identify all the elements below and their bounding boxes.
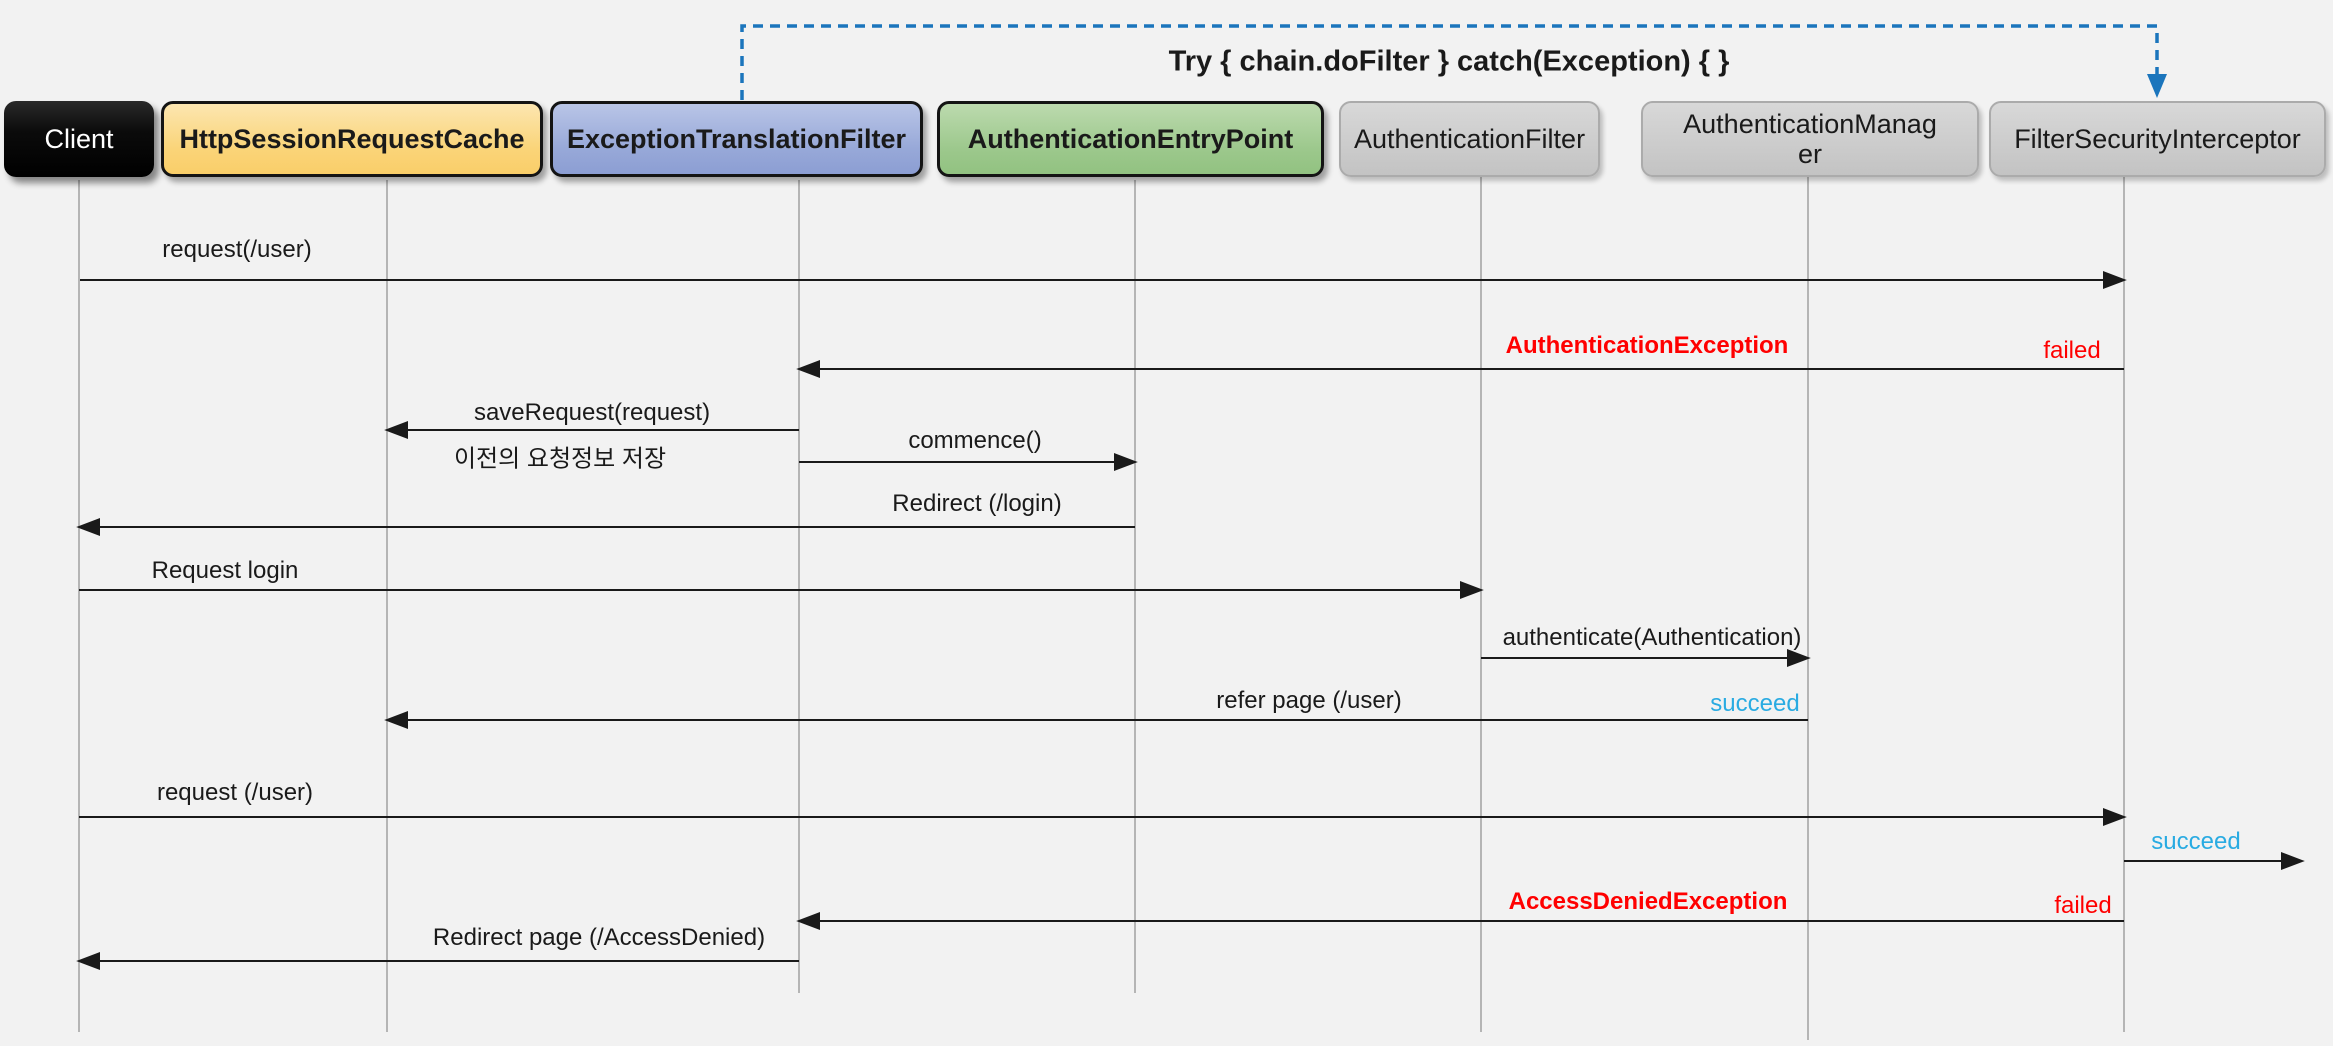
message-note-save-request: 이전의 요청정보 저장 [453,445,667,473]
message-result-succeed-1: succeed [1710,690,1800,717]
arrow-request-user-1 [80,271,2127,289]
message-label-redirect-access-denied: Redirect page (/AccessDenied) [432,924,766,951]
message-label-authenticate: authenticate(Authentication) [1502,624,1802,651]
lifelines [78,177,2125,1040]
participant-label: AuthenticationEntryPoint [967,123,1294,154]
participant-httpsessionrequestcache: HttpSessionRequestCache [161,101,543,177]
arrow-authenticate [1481,649,1811,667]
try-catch-annotation: Try { chain.doFilter } catch(Exception) … [1168,45,1730,78]
message-label-request-user-2: request (/user) [156,779,314,806]
message-label-request-user-1: request(/user) [162,236,312,263]
message-arrows [76,271,2305,970]
message-label-redirect-login: Redirect (/login) [892,490,1062,517]
arrow-refer-page [384,711,1808,729]
message-result-failed-2: failed [2054,892,2112,919]
dashed-flow-arrowhead-icon [2147,74,2167,98]
participant-label: ExceptionTranslationFilter [566,123,907,154]
participant-label: Client [44,123,114,154]
message-label-commence: commence() [908,427,1042,454]
participant-authenticationfilter: AuthenticationFilter [1339,101,1600,177]
participant-authenticationentrypoint: AuthenticationEntryPoint [937,101,1324,177]
arrow-access-denied-exception [796,912,2124,930]
arrow-request-user-2 [79,808,2127,826]
arrow-commence [799,453,1138,471]
participant-client: Client [4,101,154,177]
arrow-succeed-out [2124,852,2305,870]
message-result-failed-1: failed [2043,337,2101,364]
try-catch-dashed-flow [740,24,2167,100]
participant-authenticationmanager: AuthenticationManager [1641,101,1979,177]
arrow-redirect-access-denied [76,952,799,970]
participant-label: AuthenticationFilter [1353,123,1586,154]
participant-exceptiontranslationfilter: ExceptionTranslationFilter [550,101,923,177]
arrow-request-login [79,581,1484,599]
participant-filtersecurityinterceptor: FilterSecurityInterceptor [1989,101,2326,177]
message-label-access-denied-exception: AccessDeniedException [1508,888,1788,915]
message-label-save-request: saveRequest(request) [473,399,711,426]
arrow-authentication-exception [796,360,2124,378]
participant-label: HttpSessionRequestCache [179,123,525,154]
message-label-refer-page: refer page (/user) [1216,687,1402,714]
message-label-succeed-out: succeed [2151,828,2241,855]
participant-label: AuthenticationManager [1683,108,1937,169]
message-label-request-login: Request login [151,557,299,584]
participant-label: FilterSecurityInterceptor [2014,123,2301,154]
message-label-authentication-exception: AuthenticationException [1505,332,1789,359]
arrow-redirect-login [76,518,1135,536]
arrow-save-request [384,421,799,439]
